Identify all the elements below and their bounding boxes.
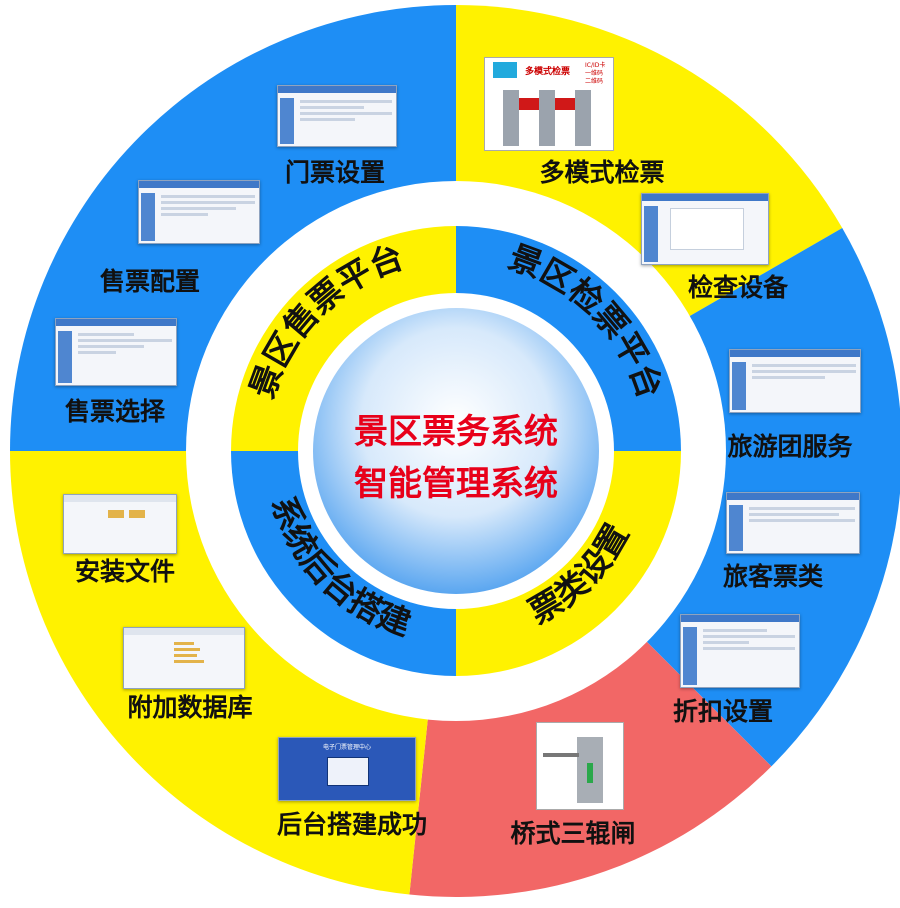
- label-backend-success: 后台搭建成功: [277, 810, 427, 839]
- thumb-tour-group: [729, 349, 861, 413]
- label-tour-group-service: 旅游团服务: [727, 432, 852, 461]
- turnstile-light: [587, 763, 593, 783]
- label-extra-database: 附加数据库: [127, 693, 252, 722]
- card-icon: [493, 62, 517, 78]
- thumb-backend-title: 电子门票管理中心: [322, 744, 371, 751]
- center-disc: [313, 308, 599, 594]
- turnstile-arm: [543, 753, 579, 757]
- gate-post: [575, 90, 591, 146]
- thumb-discount: [680, 614, 800, 688]
- thumb-options: IC/ID卡 一维码 二维码: [585, 62, 606, 85]
- thumb-caption: 多模式检票: [525, 67, 571, 77]
- thumb-turnstile: [536, 722, 624, 810]
- label-multi-mode-check: 多模式检票: [539, 158, 664, 187]
- thumb-backend-success: 电子门票管理中心: [278, 737, 416, 801]
- label-discount-setup: 折扣设置: [673, 697, 773, 726]
- thumb-ticket-setup: [277, 85, 397, 147]
- gate-flap: [555, 98, 575, 110]
- gate-flap: [519, 98, 539, 110]
- thumb-check-device: [641, 193, 769, 265]
- label-sales-select: 售票选择: [65, 397, 166, 426]
- label-check-device: 检查设备: [688, 273, 789, 302]
- thumb-install-files: [63, 494, 177, 554]
- label-ticket-setup: 门票设置: [285, 158, 385, 187]
- thumb-extra-database: [123, 627, 245, 689]
- thumb-passenger-ticket: [726, 492, 860, 554]
- thumb-multi-mode-check: 多模式检票 IC/ID卡 一维码 二维码: [484, 57, 614, 151]
- label-install-files: 安装文件: [75, 557, 175, 586]
- gate-post: [539, 90, 555, 146]
- label-turnstile: 桥式三辊闸: [510, 819, 635, 848]
- thumb-sales-select: [55, 318, 177, 386]
- thumb-sales-config: [138, 180, 260, 244]
- center-title-1: 景区票务系统: [354, 412, 558, 452]
- center-title-2: 智能管理系统: [354, 464, 558, 504]
- gate-post: [503, 90, 519, 146]
- label-passenger-ticket-type: 旅客票类: [723, 562, 824, 591]
- label-sales-config: 售票配置: [100, 267, 200, 296]
